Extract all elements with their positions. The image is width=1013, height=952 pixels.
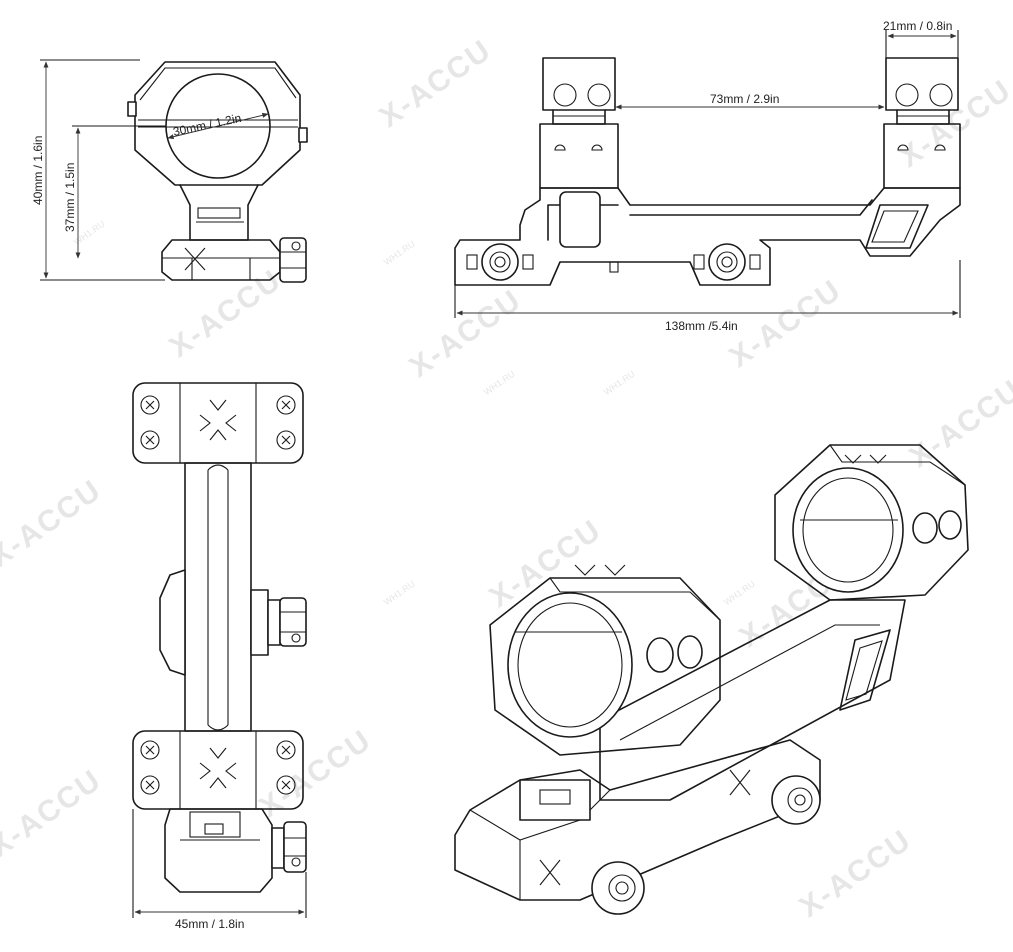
watermark-site: WH1.RU <box>722 579 757 608</box>
front-view: 40mm / 1.6in 37mm / 1.5in 30mm / 1.2in <box>31 59 308 283</box>
watermark-text: X-ACCU <box>723 273 847 374</box>
dim-base-width: 45mm / 1.8in <box>175 917 244 931</box>
dim-ring-spacing: 73mm / 2.9in <box>710 92 779 106</box>
watermark-text: X-ACCU <box>373 33 497 134</box>
watermark-site: WH1.RU <box>482 369 517 398</box>
dim-center-height: 37mm / 1.5in <box>63 163 77 232</box>
top-view: 45mm / 1.8in <box>132 382 307 931</box>
dim-total-height: 40mm / 1.6in <box>31 136 45 205</box>
watermark-text: X-ACCU <box>903 373 1013 474</box>
side-view: 73mm / 2.9in 21mm / 0.8in 138mm /5.4in <box>454 19 961 333</box>
watermark-site: WH1.RU <box>602 369 637 398</box>
dim-ring-width: 21mm / 0.8in <box>883 19 952 33</box>
isometric-view <box>454 444 969 915</box>
watermark-text: X-ACCU <box>163 263 287 364</box>
watermark-text: X-ACCU <box>793 823 917 924</box>
watermark-site: WH1.RU <box>382 239 417 268</box>
watermark-site: WH1.RU <box>382 579 417 608</box>
watermark-text: X-ACCU <box>0 473 108 574</box>
watermark-site: WH1.RU <box>72 219 107 248</box>
watermark-text: X-ACCU <box>0 763 108 864</box>
dim-total-length: 138mm /5.4in <box>665 319 738 333</box>
